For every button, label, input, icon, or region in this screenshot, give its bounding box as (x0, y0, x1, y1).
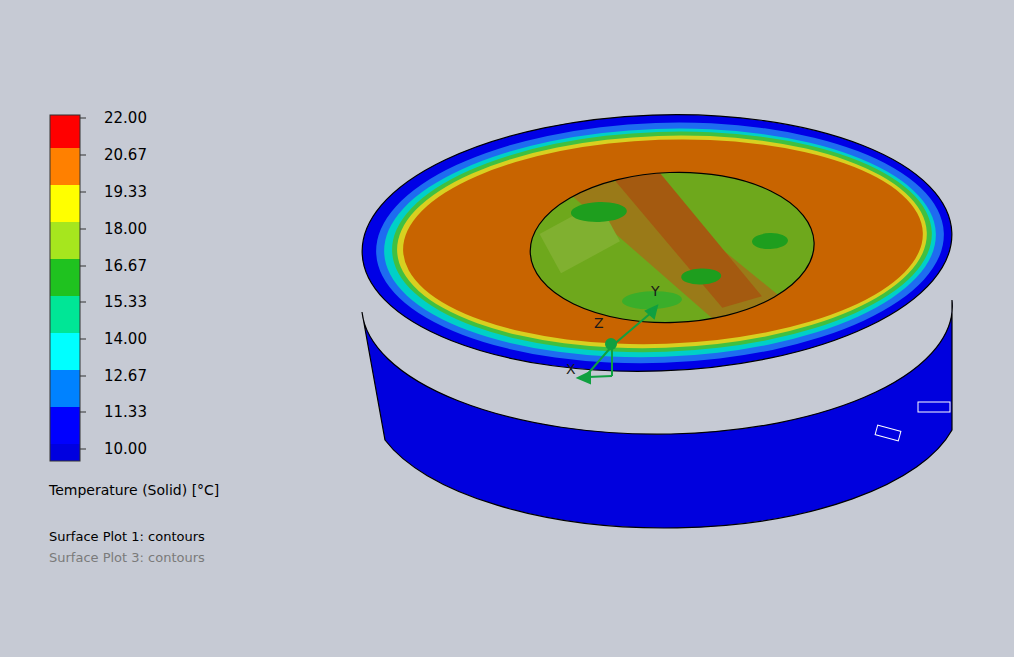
disc-model (358, 105, 957, 528)
scale-value: 22.00 (104, 111, 147, 126)
scale-title: Temperature (Solid) [°C] (49, 483, 219, 497)
plot-name: Surface Plot 1: contours (49, 530, 205, 543)
axis-label: Z (594, 316, 604, 330)
scale-value: 10.00 (104, 442, 147, 457)
axis-label: Y (651, 284, 660, 298)
scale-value: 20.67 (104, 148, 147, 163)
scale-value: 14.00 (104, 332, 147, 347)
scale-value: 11.33 (104, 405, 147, 420)
scale-value: 12.67 (104, 369, 147, 384)
scale-value: 15.33 (104, 295, 147, 310)
axis-label: X (566, 362, 576, 376)
scale-value: 19.33 (104, 185, 147, 200)
scale-value: 18.00 (104, 222, 147, 237)
color-bar (50, 115, 86, 461)
axis-triad (578, 306, 657, 383)
plot-name: Surface Plot 3: contours (49, 551, 205, 564)
scale-value: 16.67 (104, 259, 147, 274)
